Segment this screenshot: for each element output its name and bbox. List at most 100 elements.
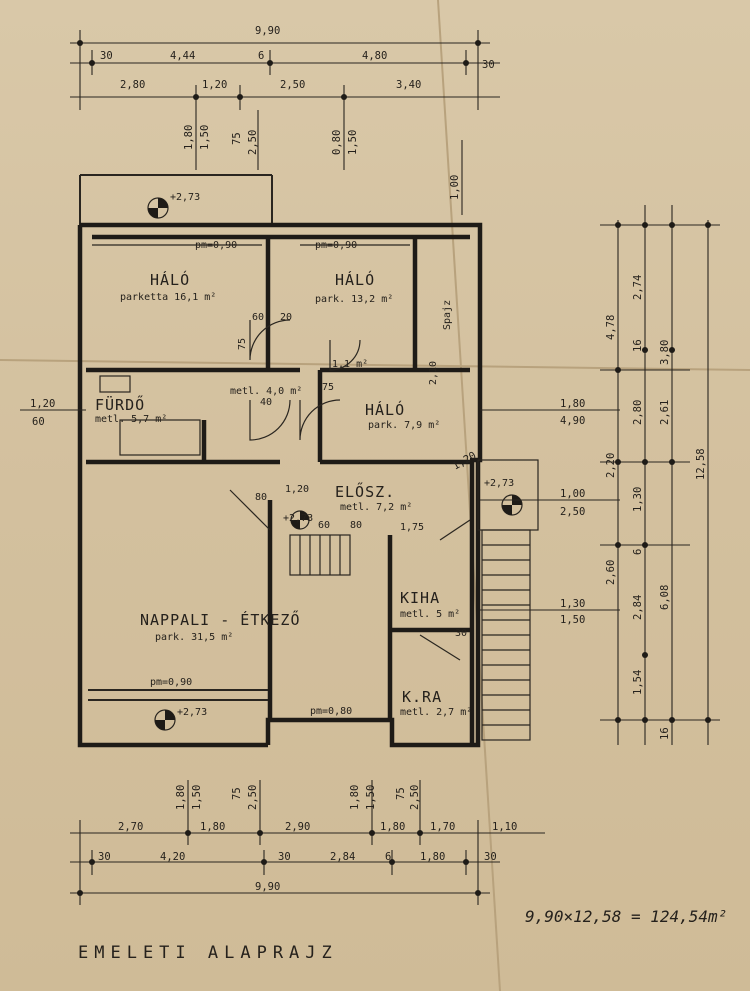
door-dim-6: 80 [255,492,267,503]
pantry-label: Spajz [442,300,453,330]
dim-mid-5: 4,90 [560,415,585,427]
dim-bot-r1-3: 2,84 [330,851,355,863]
closet-area: 1,1 m² [332,359,368,370]
dim-mid-3: 1,50 [560,614,585,626]
dim-left-0: 1,20 [30,398,55,410]
dim-bot-op-0: 1,80 [175,785,187,810]
door-dim-3: 75 [237,338,248,350]
dim-bot-op-6: 75 [395,787,407,800]
dim-bot-op-1: 1,50 [191,785,203,810]
paper-fold-vertical [437,0,501,991]
right-dimension-lines [600,205,720,745]
door-dim-11: 2,10 [428,361,439,385]
dim-top-overall: 9,90 [255,25,280,37]
dim-right-outer-0: 4,78 [605,315,617,340]
pm-label-3: pm=0,90 [150,677,192,688]
hall-small-area: metl. 4,0 m² [230,386,302,397]
dim-bot-r1-2: 30 [278,851,291,863]
dim-right-inner-2: 2,80 [632,400,644,425]
room-name-0: HÁLÓ [150,270,190,289]
door-dim-1: 60 [252,312,264,323]
dim-bot-op-4: 1,80 [349,785,361,810]
dim-top-r2-3: 3,40 [396,79,421,91]
dim-bot-r1-0: 30 [98,851,111,863]
dim-bot-r2-4: 1,70 [430,821,455,833]
dim-right-inner-10: 3,80 [659,340,671,365]
paper-fold-horizontal [0,359,750,371]
dim-top-r1-1: 4,44 [170,50,195,62]
dim-top-r1-0: 30 [100,50,113,62]
dim-right-outer-1: 2,20 [605,453,617,478]
dim-bot-r2-5: 1,10 [492,821,517,833]
dim-top-r2-1: 1,20 [202,79,227,91]
dim-bot-overall: 9,90 [255,881,280,893]
room-detail-3: metl. 5,7 m² [95,414,167,425]
level-marker-hall [290,510,310,530]
door-dim-8: 1,75 [400,522,424,533]
dim-top-op-2: 75 [231,132,243,145]
pm-label-1: pm=0,90 [195,240,237,251]
dim-left-1: 60 [32,416,45,428]
top-dimension-lines [70,30,500,215]
room-name-2: HÁLÓ [365,400,405,419]
dim-right-inner-4: 1,30 [632,487,644,512]
dim-right-inner-1: 16 [632,339,644,352]
level-marker-right [501,494,523,516]
door-dim-7: 60 [318,520,330,531]
sheet-title: EMELETI ALAPRAJZ [78,943,338,963]
dim-mid-1: 2,50 [560,506,585,518]
pm-label-4: pm=0,80 [310,706,352,717]
room-detail-7: metl. 2,7 m² [400,707,472,718]
dim-top-op-1: 1,50 [199,125,211,150]
dim-top-op-3: 2,50 [247,130,259,155]
level-label-4: +2,73 [177,707,207,718]
dim-top-op-5: 1,50 [347,130,359,155]
dim-top-r2-0: 2,80 [120,79,145,91]
dim-bot-r1-6: 30 [484,851,497,863]
door-dim-4: 75 [322,382,334,393]
dim-mid-4: 1,80 [560,398,585,410]
room-name-7: K.RA [402,688,442,706]
area-note: 9,90×12,58 = 124,54m² [525,907,727,926]
room-detail-5: park. 31,5 m² [155,632,233,643]
dim-right-outer-3: 12,58 [695,448,707,480]
building-outline [77,174,539,748]
dim-top-op-4: 0,80 [331,130,343,155]
dim-top-r1-2: 6 [258,50,264,62]
room-name-5: NAPPALI - ÉTKEZŐ [140,609,301,629]
dim-top-r2-2: 2,50 [280,79,305,91]
dim-bot-op-3: 2,50 [247,785,259,810]
dim-right-inner-0: 2,74 [632,275,644,300]
dim-bot-r2-0: 2,70 [118,821,143,833]
door-dim-5: 1,20 [285,484,309,495]
dim-bot-r1-5: 1,80 [420,851,445,863]
level-label-3: +2,73 [283,513,313,524]
room-detail-1: park. 13,2 m² [315,294,393,305]
dim-top-op-6: 1,00 [449,175,461,200]
dim-right-inner-3: 2,61 [659,400,671,425]
dim-right-inner-5: 6 [632,549,644,555]
dim-right-inner-8: 6,08 [659,585,671,610]
level-label-2: +2,73 [484,478,514,489]
dim-right-inner-6: 2,84 [632,595,644,620]
dim-bot-r1-1: 4,20 [160,851,185,863]
dim-bot-r1-4: 6 [385,851,391,863]
dim-bot-r2-1: 1,80 [200,821,225,833]
pm-label-2: pm=0,90 [315,240,357,251]
room-detail-4: metl. 7,2 m² [340,502,412,513]
room-name-1: HÁLÓ [335,270,375,289]
dim-top-r1-4: 30 [482,59,495,71]
dim-bot-r2-2: 2,90 [285,821,310,833]
dim-bot-op-5: 1,50 [365,785,377,810]
room-detail-0: parketta 16,1 m² [120,292,216,303]
room-detail-6: metl. 5 m² [400,609,460,620]
level-marker-top [147,197,169,219]
room-name-4: ELŐSZ. [335,481,395,501]
door-dim-12: 40 [260,397,272,408]
bottom-dimension-lines [70,780,545,905]
dim-bot-op-2: 75 [231,787,243,800]
door-dim-9: 80 [350,520,362,531]
dim-bot-op-7: 2,50 [409,785,421,810]
